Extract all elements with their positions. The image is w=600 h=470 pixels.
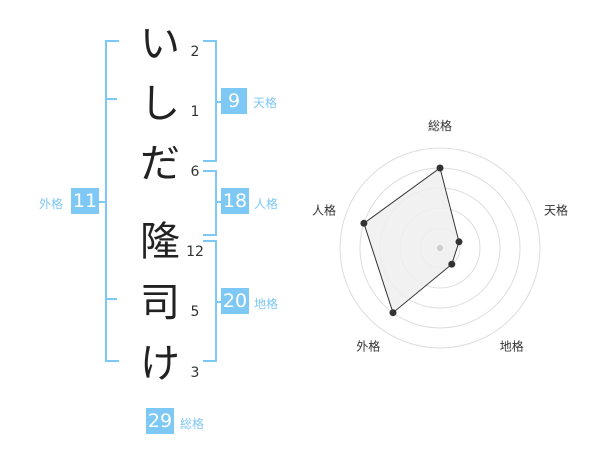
tenkaku-connector: [215, 101, 221, 103]
gaikaku-connector: [97, 201, 105, 203]
tenkaku-label: 天格: [253, 96, 278, 110]
kanji-char-3: だ: [140, 141, 180, 187]
stroke-count-4: 12: [186, 244, 204, 260]
chikaku-label: 地格: [254, 297, 279, 311]
kanji-char-2: し: [140, 81, 180, 127]
soukaku-badge: 29: [146, 408, 174, 434]
stroke-count-1: 2: [190, 44, 200, 60]
radar-point: [436, 164, 444, 172]
radar-point: [455, 238, 463, 246]
radar-ring: [339, 147, 541, 349]
kanji-char-5: 司: [140, 280, 180, 326]
gaikaku-tick-upper: [105, 98, 117, 100]
radar-point: [389, 309, 397, 317]
radar-points: [360, 164, 463, 317]
chikaku-badge: 20: [221, 288, 249, 314]
radar-axis-label: 外格: [356, 339, 380, 354]
gaikaku-bracket: [105, 40, 119, 362]
soukaku-label: 総格: [180, 417, 205, 431]
radar-area: [363, 167, 460, 314]
jinkaku-label: 人格: [254, 197, 279, 211]
stroke-count-6: 3: [190, 365, 200, 381]
radar-axis-label: 総格: [428, 118, 452, 133]
radar-axis-label: 人格: [312, 202, 336, 217]
stroke-count-2: 1: [190, 104, 200, 120]
jinkaku-badge: 18: [221, 188, 249, 214]
tenkaku-badge: 9: [221, 88, 247, 114]
gaikaku-label: 外格: [39, 197, 64, 211]
radar-axis-label: 地格: [500, 339, 524, 354]
gaikaku-badge: 11: [71, 188, 99, 214]
jinkaku-bracket: [203, 170, 217, 236]
radar-center: [437, 245, 443, 251]
kanji-char-6: け: [140, 341, 180, 387]
jinkaku-connector: [215, 201, 221, 203]
stroke-count-5: 5: [190, 304, 200, 320]
gaikaku-tick-lower: [105, 298, 117, 300]
stroke-count-3: 6: [190, 164, 200, 180]
chikaku-connector: [215, 301, 221, 303]
radar-point: [360, 219, 368, 227]
kanji-char-1: い: [140, 21, 180, 67]
radar-axis-label: 天格: [544, 202, 568, 217]
kanji-char-4: 隆: [140, 219, 180, 265]
radar-point: [448, 260, 456, 268]
